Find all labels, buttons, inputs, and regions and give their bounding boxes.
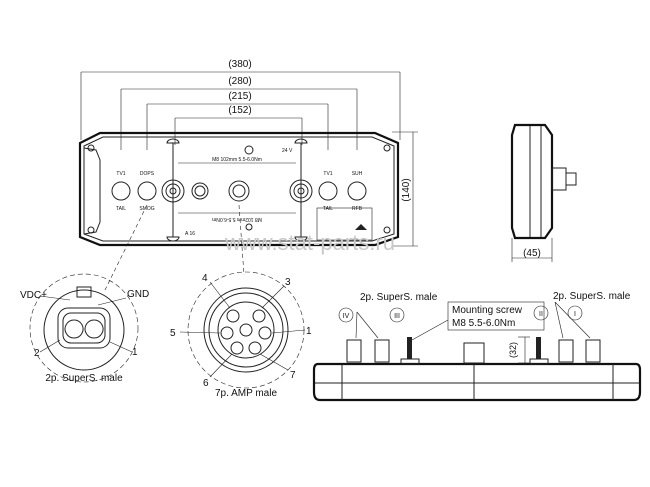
marker-ii: II bbox=[539, 311, 543, 318]
pin-5-label: 5 bbox=[170, 328, 176, 339]
marker-iii: III bbox=[394, 313, 400, 320]
screw-note-bottom: M8 102mm 5.5-6.0Nm bbox=[212, 216, 262, 222]
watermark: www.stat-parts.ru bbox=[224, 230, 395, 255]
label-rfb: RFB bbox=[352, 206, 363, 212]
bottom-view bbox=[312, 301, 642, 402]
front-view-housing bbox=[78, 131, 400, 247]
label-dops: DOPS bbox=[140, 171, 155, 177]
bottom-connectors bbox=[346, 339, 601, 363]
connector-7p-detail bbox=[179, 271, 306, 389]
dim-215: (215) bbox=[228, 91, 251, 102]
corner-mark: A 16 bbox=[185, 231, 195, 237]
leader-2p bbox=[104, 204, 148, 291]
bottom-right-label: 2p. SuperS. male bbox=[553, 291, 631, 302]
pin-2-label: 2 bbox=[34, 348, 40, 359]
dim-152: (152) bbox=[228, 105, 251, 116]
marker-iv: IV bbox=[343, 313, 350, 320]
leader-7p bbox=[238, 204, 245, 276]
pin-1-label-7p: 1 bbox=[306, 326, 312, 337]
dim-140: (140) bbox=[401, 178, 412, 201]
screw-note-top: M8 102mm 5.5-6.0Nm bbox=[212, 157, 262, 163]
mounting-note-box bbox=[447, 301, 545, 331]
dim-32: (32) bbox=[508, 342, 518, 358]
dim-45: (45) bbox=[523, 248, 541, 259]
pin-1-label: 1 bbox=[132, 347, 138, 358]
label-tail-right: TAIL bbox=[323, 206, 333, 212]
label-gnd: GND bbox=[127, 289, 149, 300]
label-24v: 24 V bbox=[282, 148, 293, 154]
dim-280: (280) bbox=[228, 76, 251, 87]
label-tail-left: TAIL bbox=[116, 206, 126, 212]
dimension-lines bbox=[80, 71, 553, 262]
label-smog: SMOG bbox=[139, 206, 154, 212]
connector-2p-detail bbox=[29, 273, 139, 383]
pin-4-label: 4 bbox=[202, 273, 208, 284]
pin-7-label: 7 bbox=[290, 370, 296, 381]
pin-3-label: 3 bbox=[285, 277, 291, 288]
caption-2p: 2p. SuperS. male bbox=[45, 373, 123, 384]
dim-380: (380) bbox=[228, 59, 251, 70]
pin-6-label: 6 bbox=[203, 378, 209, 389]
mounting-note-line1: Mounting screw bbox=[452, 305, 523, 316]
bottom-left-label: 2p. SuperS. male bbox=[360, 292, 438, 303]
label-suh: SUH bbox=[352, 171, 363, 177]
side-view bbox=[510, 123, 577, 240]
marker-i: I bbox=[574, 311, 576, 318]
label-tv1-left: TV1 bbox=[116, 171, 125, 177]
mounting-note-line2: M8 5.5-6.0Nm bbox=[452, 318, 515, 329]
label-vdc: VDC+ bbox=[20, 290, 47, 301]
caption-7p: 7p. AMP male bbox=[215, 388, 278, 399]
front-connectors bbox=[111, 181, 367, 201]
label-tv1-right: TV1 bbox=[323, 171, 332, 177]
